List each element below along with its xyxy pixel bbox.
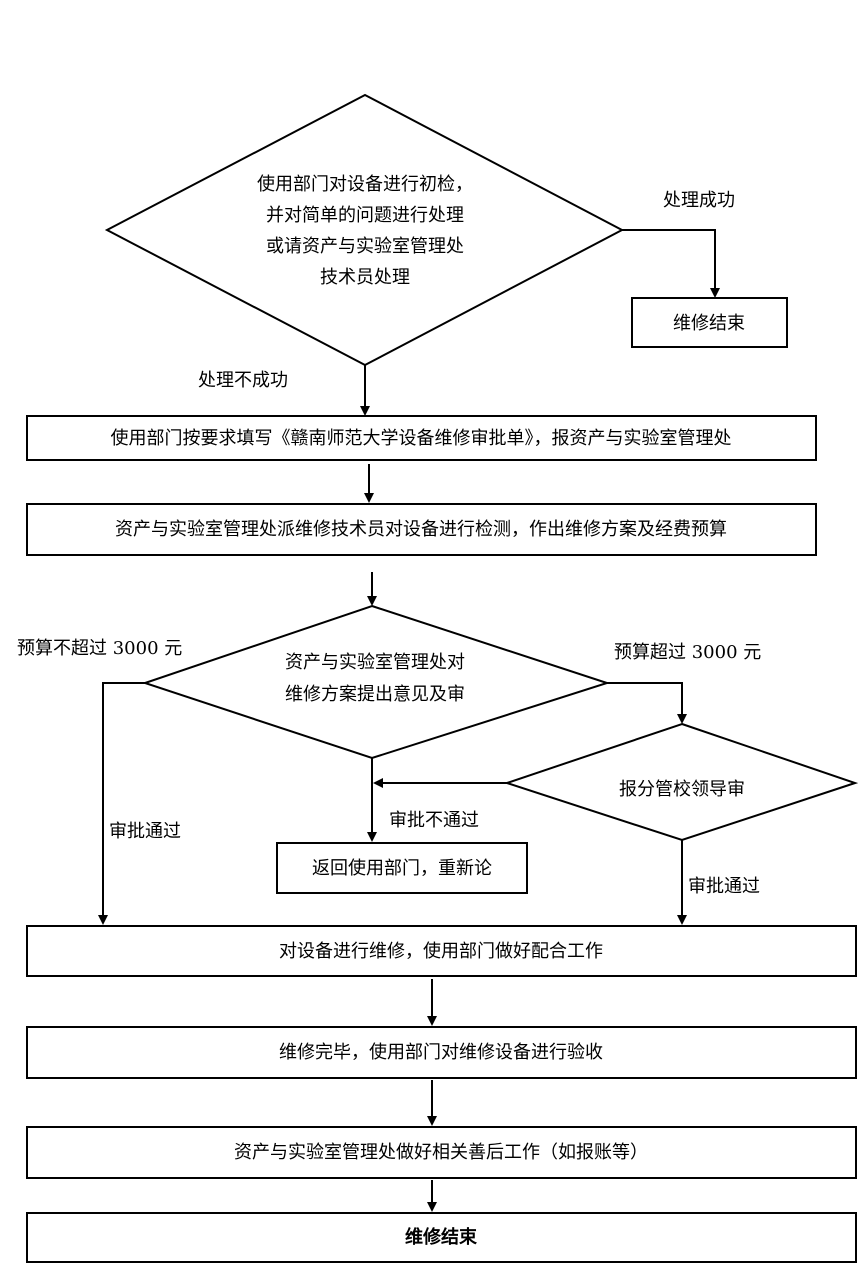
initial-check-line-3: 或请资产与实验室管理处 (266, 236, 464, 257)
success-label: 处理成功 (663, 190, 735, 211)
rejected-label: 审批不通过 (389, 810, 479, 831)
leader-text: 报分管校领导审 (619, 779, 745, 800)
return-box (276, 842, 528, 894)
review-line-1: 资产与实验室管理处对 (285, 652, 465, 673)
initial-check-diamond (104, 93, 625, 367)
fail-label: 处理不成功 (198, 370, 288, 391)
acceptance-box (26, 1026, 857, 1079)
approved-right-label: 审批通过 (688, 876, 760, 897)
repair-box (26, 925, 857, 977)
initial-check-line-4: 技术员处理 (320, 267, 410, 288)
inspection-box (26, 503, 817, 556)
aftercare-box (26, 1126, 857, 1179)
final-end-text: 维修结束 (405, 1226, 478, 1248)
review-line-2: 维修方案提出意见及审 (285, 684, 465, 705)
return-text: 返回使用部门，重新论 (312, 858, 492, 879)
fill-form-box (26, 415, 817, 461)
review-diamond (141, 604, 611, 760)
initial-check-line-2: 并对简单的问题进行处理 (266, 205, 464, 226)
budget-over-label: 预算超过 3000 元 (614, 642, 761, 663)
approved-left-label: 审批通过 (109, 821, 181, 842)
budget-under-label: 预算不超过 3000 元 (17, 638, 182, 659)
early-end-text: 维修结束 (673, 313, 745, 334)
acceptance-text: 维修完毕，使用部门对维修设备进行验收 (279, 1042, 603, 1063)
inspection-text: 资产与实验室管理处派维修技术员对设备进行检测，作出维修方案及经费预算 (115, 519, 727, 540)
early-end-box (631, 297, 788, 348)
repair-text: 对设备进行维修，使用部门做好配合工作 (279, 941, 603, 962)
final-end-box (26, 1212, 857, 1263)
initial-check-line-1: 使用部门对设备进行初检， (257, 174, 473, 195)
fill-form-text: 使用部门按要求填写《赣南师范大学设备维修审批单》，报资产与实验室管理处 (111, 428, 732, 449)
aftercare-text: 资产与实验室管理处做好相关善后工作（如报账等） (234, 1142, 648, 1163)
over-budget-connector (607, 682, 687, 724)
under-budget-connector (98, 682, 145, 925)
success-connector (622, 229, 720, 298)
